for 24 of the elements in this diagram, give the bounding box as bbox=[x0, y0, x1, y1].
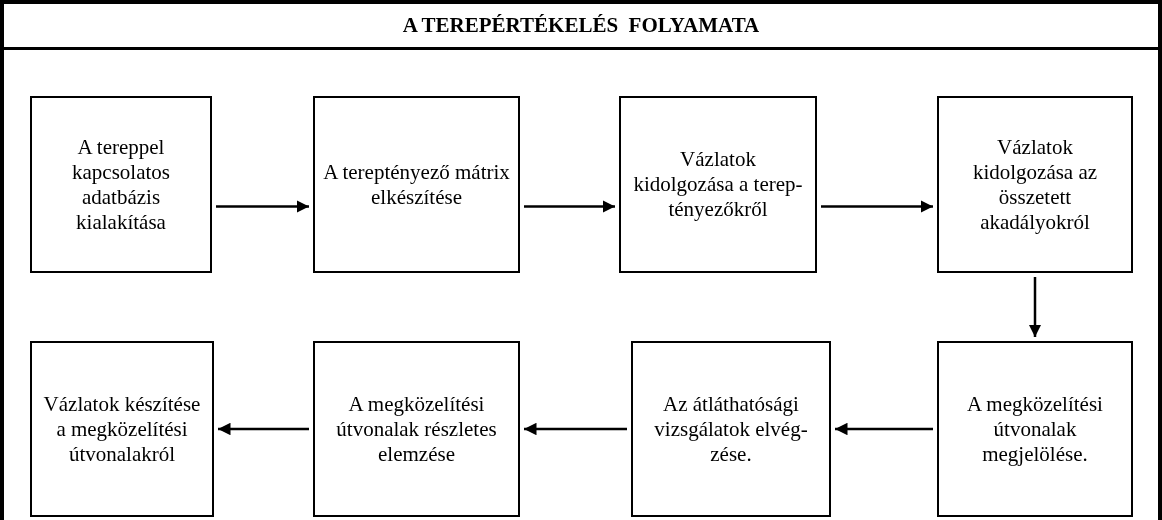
process-box bbox=[30, 341, 214, 517]
arrow bbox=[1028, 277, 1042, 337]
process-box bbox=[937, 96, 1133, 273]
process-box bbox=[30, 96, 212, 273]
title: A TEREPÉRTÉKELÉS FOLYAMATA bbox=[402, 13, 760, 38]
box-text: A tereptényező mátrix elkészítése bbox=[323, 159, 510, 210]
arrow bbox=[835, 422, 933, 436]
box-text: Az átláthatósági vizsgálatok elvég- zése. bbox=[653, 391, 809, 467]
arrow bbox=[218, 422, 309, 436]
process-box bbox=[631, 341, 831, 517]
box-text: A tereppel kapcsolatos adatbázis kialakítása bbox=[71, 134, 171, 235]
box-text: Vázlatok kidolgozása a terep- tényezőkről bbox=[632, 147, 804, 222]
arrow bbox=[524, 200, 615, 213]
process-box bbox=[313, 341, 520, 517]
box-text: A megközelítési útvonalak részletes elemzése bbox=[335, 391, 498, 467]
process-box bbox=[619, 96, 817, 273]
process-box bbox=[937, 341, 1133, 517]
arrow bbox=[821, 200, 933, 213]
arrow bbox=[524, 422, 627, 436]
arrow bbox=[216, 200, 309, 213]
box-text: A megközelítési útvonalak megjelölése. bbox=[966, 391, 1104, 467]
box-text: Vázlatok készítése a megközelítési útvonalakról bbox=[42, 391, 202, 467]
process-box bbox=[313, 96, 520, 273]
box-text: Vázlatok kidolgozása az összetett akadályokról bbox=[971, 134, 1099, 235]
